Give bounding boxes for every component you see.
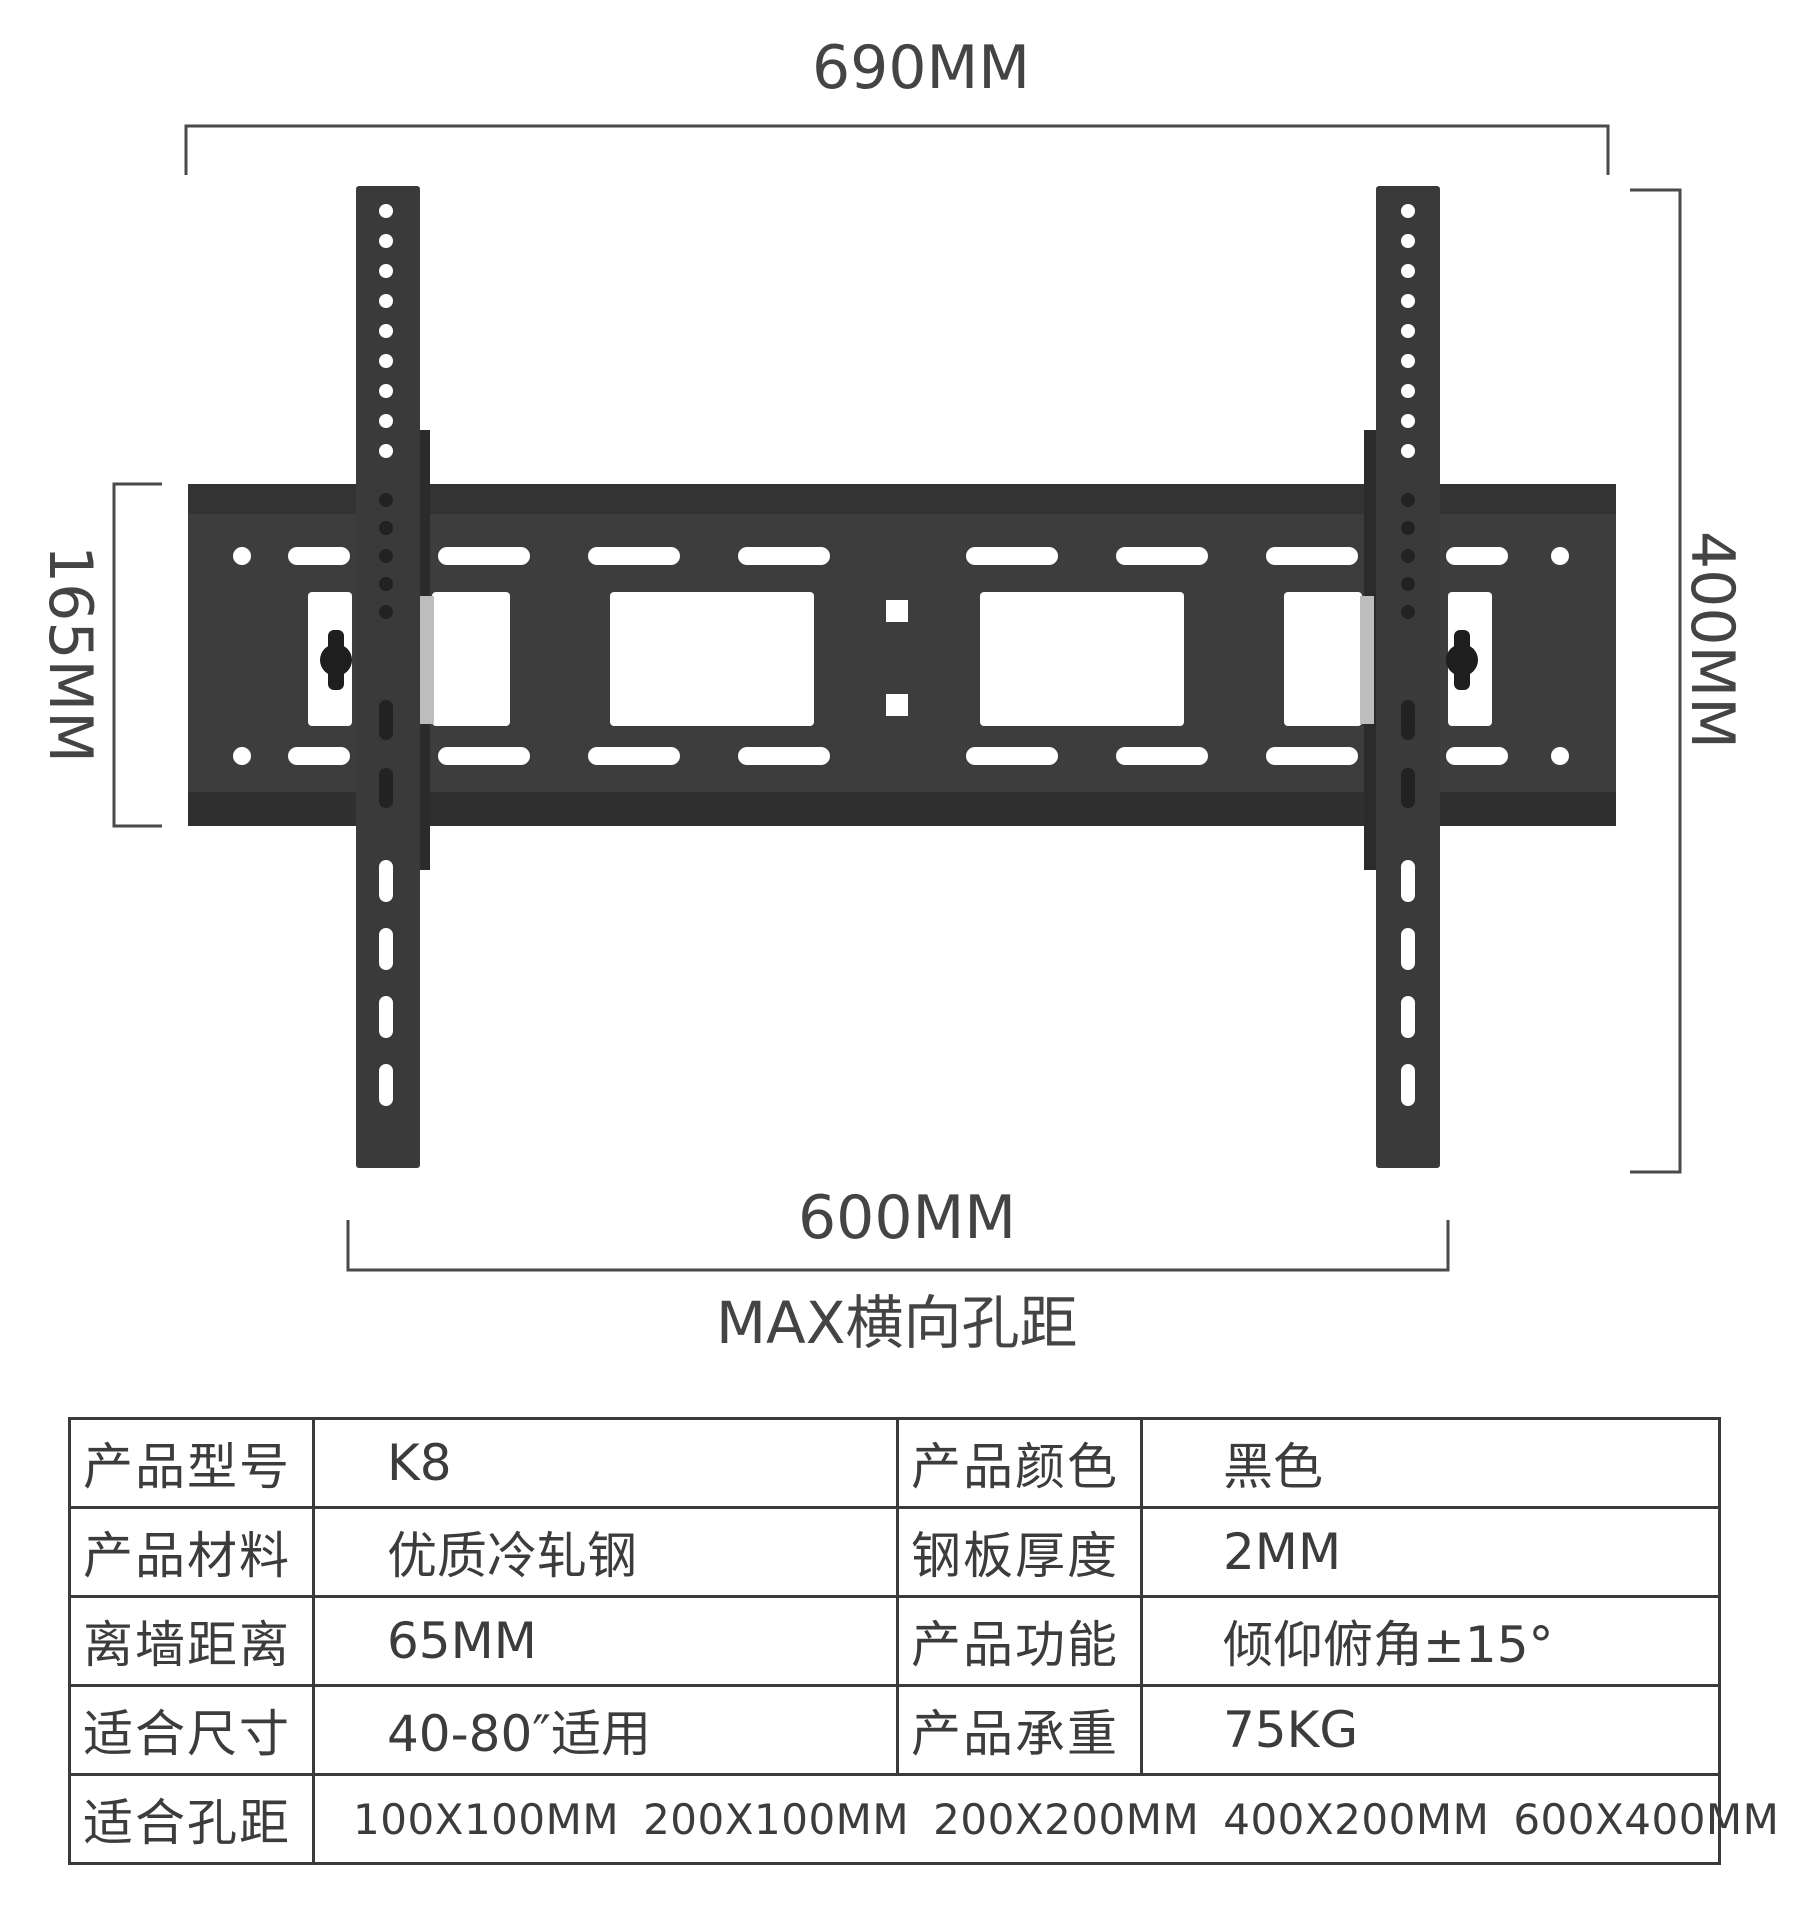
spec-key: 产品型号 (68, 1417, 315, 1509)
spec-value: K8 (312, 1417, 899, 1509)
spec-key: 产品材料 (68, 1506, 315, 1598)
overall-height-label: 400MM (1677, 530, 1747, 750)
height-dimension-line (1630, 188, 1682, 1174)
hole-span-caption: MAX横向孔距 (716, 1289, 1078, 1357)
table-row: 离墙距离 65MM 产品功能 倾仰俯角±15° (68, 1595, 1721, 1687)
table-row: 产品材料 优质冷轧钢 钢板厚度 2MM (68, 1506, 1721, 1598)
spec-value: 优质冷轧钢 (312, 1506, 899, 1598)
spec-value: 2MM (1140, 1506, 1721, 1598)
hole-pattern: 600X400MM (1513, 1794, 1780, 1844)
hole-pattern: 400X200MM (1223, 1794, 1490, 1844)
plate-height-dimension-line (112, 482, 162, 828)
hole-span-label: 600MM (798, 1183, 1017, 1253)
spec-value: 65MM (312, 1595, 899, 1687)
spec-key: 离墙距离 (68, 1595, 315, 1687)
hole-pattern-list: 100X100MM 200X100MM 200X200MM 400X200MM 600X… (312, 1773, 1779, 1865)
spec-table: 产品型号 K8 产品颜色 黑色 产品材料 优质冷轧钢 钢板厚度 2MM 离墙距离… (68, 1417, 1779, 1865)
hole-pattern: 100X100MM (353, 1794, 620, 1844)
table-row: 适合孔距 100X100MM 200X100MM 200X200MM 400X200M… (68, 1773, 1779, 1865)
spec-key: 产品承重 (896, 1684, 1143, 1776)
left-vertical-arm (320, 186, 434, 1168)
spec-key: 产品颜色 (896, 1417, 1143, 1509)
wall-mount-bracket-diagram (112, 124, 1682, 1272)
spec-value: 40-80″适用 (312, 1684, 899, 1776)
spec-value: 75KG (1140, 1684, 1721, 1776)
hole-pattern: 200X200MM (933, 1794, 1200, 1844)
overall-width-label: 690MM (812, 33, 1031, 103)
spec-key: 适合孔距 (68, 1773, 315, 1865)
spec-value: 黑色 (1140, 1417, 1721, 1509)
table-row: 产品型号 K8 产品颜色 黑色 (68, 1417, 1721, 1509)
right-tilt-knob (1446, 630, 1478, 690)
table-row: 适合尺寸 40-80″适用 产品承重 75KG (68, 1684, 1721, 1776)
left-tilt-knob (320, 630, 352, 690)
width-dimension-line (184, 124, 1610, 175)
spec-key: 产品功能 (896, 1595, 1143, 1687)
spec-value: 倾仰俯角±15° (1140, 1595, 1721, 1687)
right-vertical-arm (1360, 186, 1478, 1168)
spec-key: 适合尺寸 (68, 1684, 315, 1776)
plate-height-label: 165MM (35, 544, 105, 764)
spec-key: 钢板厚度 (896, 1506, 1143, 1598)
hole-pattern: 200X100MM (643, 1794, 910, 1844)
hole-span-dimension-line (346, 1220, 1450, 1272)
